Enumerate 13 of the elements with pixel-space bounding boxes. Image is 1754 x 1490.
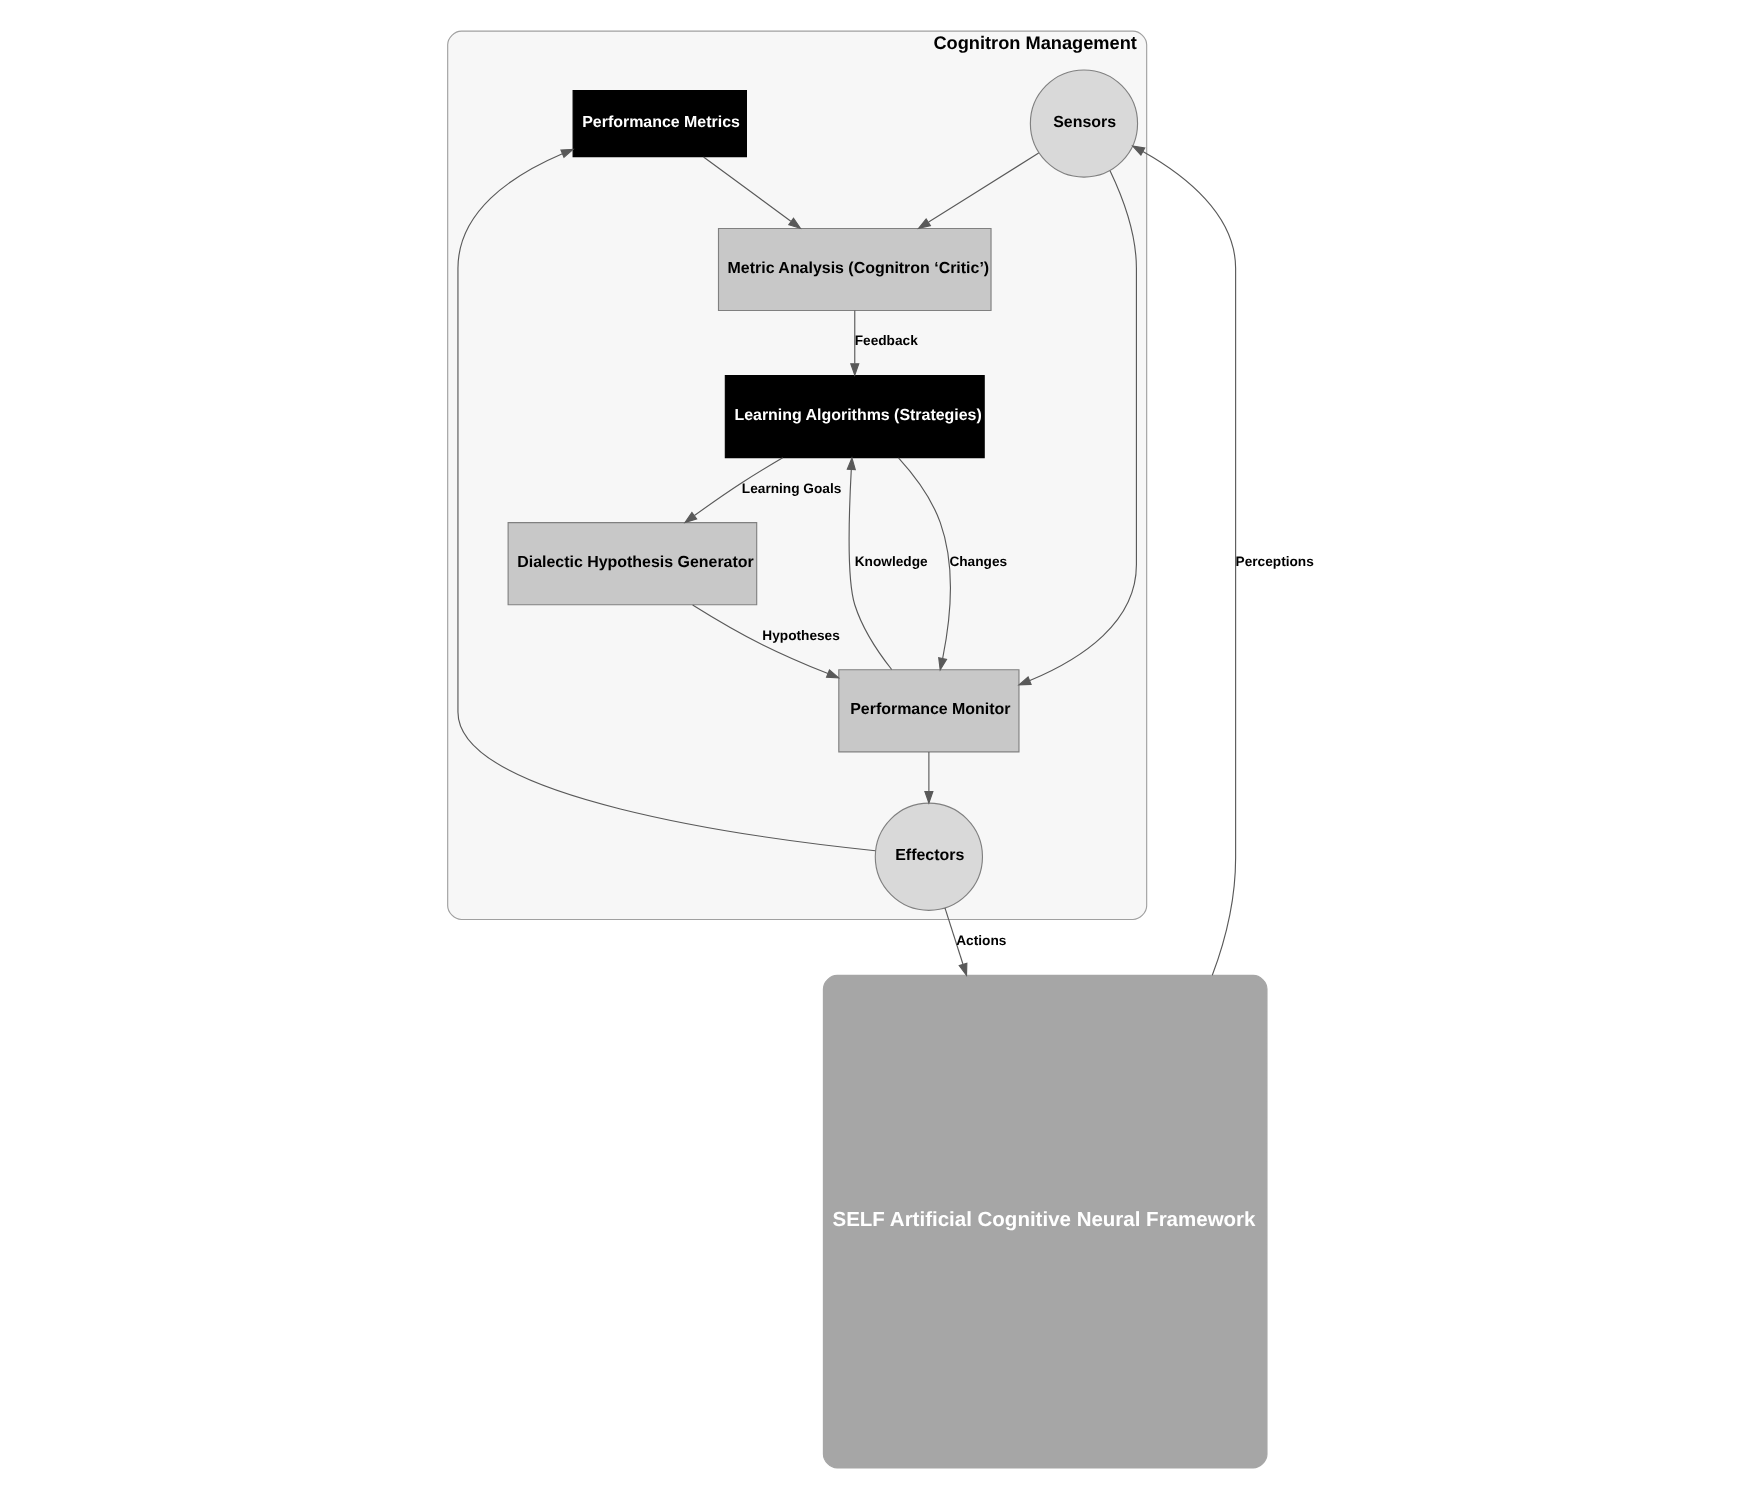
arrow bbox=[692, 604, 841, 679]
node-box: SELF Artificial Cognitive Neural Framework bbox=[822, 974, 1268, 1469]
arrow bbox=[944, 907, 968, 977]
arrow bbox=[457, 148, 876, 852]
arrow bbox=[1131, 145, 1237, 976]
arrow bbox=[1017, 170, 1137, 686]
arrow bbox=[849, 310, 860, 377]
arrow bbox=[897, 457, 951, 672]
arrow bbox=[917, 152, 1040, 230]
arrow bbox=[846, 456, 893, 671]
arrow bbox=[702, 156, 802, 230]
arrow bbox=[683, 457, 784, 524]
arrow bbox=[924, 751, 934, 805]
